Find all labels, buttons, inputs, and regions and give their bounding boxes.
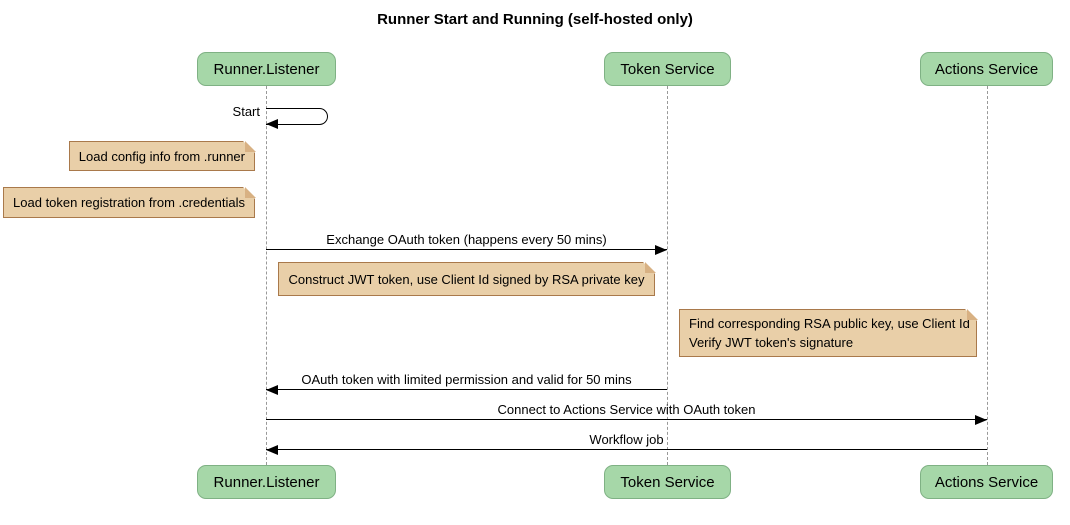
message-oauth-token-return: OAuth token with limited permission and … [266,372,667,395]
note-text-line1: Find corresponding RSA public key, use C… [689,316,970,331]
message-line [266,445,987,455]
lifeline-actions-service [987,86,988,465]
note-text: Construct JWT token, use Client Id signe… [288,271,645,287]
message-line [266,245,667,255]
self-message-start-loop [266,108,328,125]
arrowhead-right-icon [975,415,987,425]
message-connect-actions-service: Connect to Actions Service with OAuth to… [266,402,987,425]
lifeline-runner-listener [266,86,267,465]
self-message-start-label: Start [232,104,260,119]
message-line [266,415,987,425]
participant-label: Runner.Listener [213,60,320,78]
participant-label: Actions Service [934,473,1039,491]
arrowhead-left-icon [266,119,278,129]
note-text: Load config info from .runner [78,148,245,164]
note-construct-jwt: Construct JWT token, use Client Id signe… [278,261,656,296]
message-workflow-job: Workflow job [266,432,987,455]
note-text: Load token registration from .credential… [13,195,245,210]
message-label: Workflow job [589,432,664,447]
participant-label: Token Service [620,60,715,78]
participant-token-service-top: Token Service [604,52,731,86]
participant-label: Runner.Listener [213,473,320,491]
note-text-line2: Verify JWT token's signature [689,335,854,350]
arrowhead-right-icon [655,245,667,255]
message-label: Exchange OAuth token (happens every 50 m… [326,232,607,247]
note-load-config: Load config info from .runner [68,140,256,171]
participant-label: Actions Service [934,60,1039,78]
participant-actions-service-bottom: Actions Service [920,465,1053,499]
participant-label: Token Service [620,473,715,491]
lifeline-token-service [667,86,668,465]
participant-actions-service-top: Actions Service [920,52,1053,86]
message-exchange-oauth-token: Exchange OAuth token (happens every 50 m… [266,232,667,255]
message-line [266,385,667,395]
message-label: Connect to Actions Service with OAuth to… [497,402,756,417]
participant-runner-listener-bottom: Runner.Listener [197,465,336,499]
participant-token-service-bottom: Token Service [604,465,731,499]
note-load-token-registration: Load token registration from .credential… [3,186,256,218]
participant-runner-listener-top: Runner.Listener [197,52,336,86]
note-find-rsa-verify: Find corresponding RSA public key, use C… [679,308,978,357]
arrowhead-left-icon [266,385,278,395]
message-label: OAuth token with limited permission and … [301,372,632,387]
arrowhead-left-icon [266,445,278,455]
diagram-title: Runner Start and Running (self-hosted on… [377,11,693,28]
